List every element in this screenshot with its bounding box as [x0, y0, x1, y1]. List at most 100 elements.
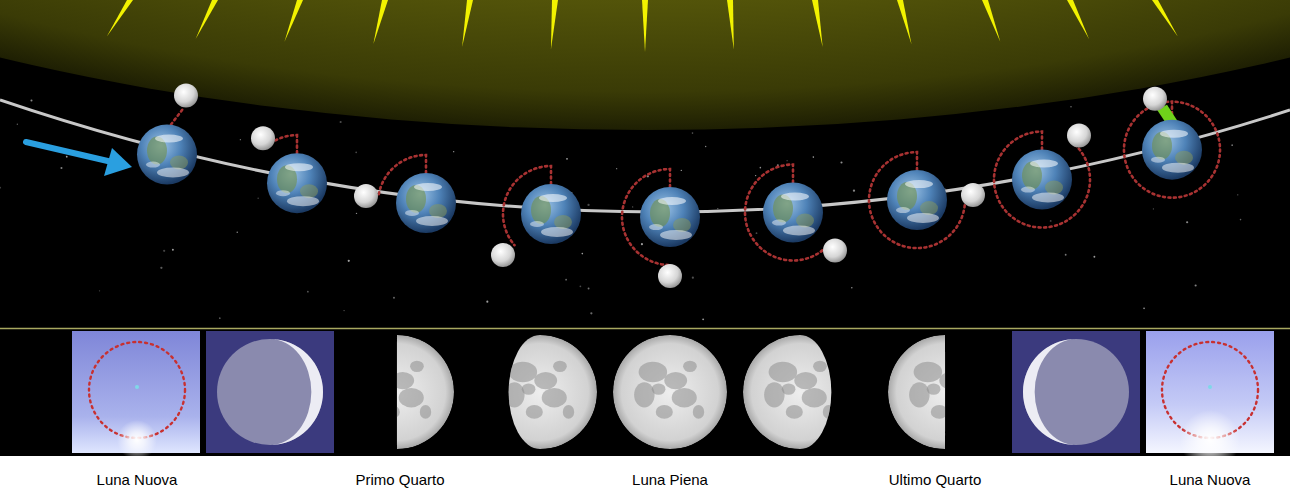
sun-ray	[982, 0, 1000, 42]
lunar-mare	[504, 382, 525, 407]
earth	[1012, 150, 1072, 210]
earth-land	[554, 215, 572, 229]
earth-moon-system	[354, 155, 456, 233]
lunar-mare	[634, 382, 655, 407]
star	[340, 121, 342, 123]
earth-cloud	[660, 230, 692, 240]
moon-phase-photo	[613, 335, 727, 449]
earth-cloud	[896, 207, 910, 213]
phase-label: Ultimo Quarto	[889, 471, 982, 488]
moon	[251, 126, 275, 150]
crescent	[1023, 339, 1076, 445]
star	[1195, 284, 1197, 286]
earth-cloud	[1160, 130, 1188, 138]
lunar-mare	[379, 383, 393, 394]
orbit-progress-dots	[1124, 102, 1220, 198]
lunar-mare	[553, 361, 567, 372]
sun-ray	[642, 0, 648, 52]
star	[756, 232, 758, 234]
star	[616, 168, 617, 169]
star	[566, 158, 568, 160]
star	[1065, 254, 1067, 256]
illustration-part	[276, 163, 319, 206]
earth-moon-system	[1124, 87, 1220, 198]
sun-glare	[1180, 410, 1240, 470]
star	[582, 253, 584, 255]
moon	[354, 184, 378, 208]
moon-surface	[888, 335, 1002, 449]
star	[692, 277, 694, 279]
lunar-mare	[813, 361, 827, 372]
earth-cloud	[157, 168, 189, 178]
lunar-mare	[958, 361, 972, 372]
lunar-mare	[802, 388, 827, 407]
crescent-panel	[1012, 331, 1140, 453]
illustration-part	[530, 194, 573, 237]
lunar-mare	[656, 405, 673, 419]
star	[580, 285, 582, 287]
star	[1093, 256, 1095, 258]
sun-ray	[1152, 0, 1178, 37]
earth-cloud	[287, 196, 319, 206]
star	[641, 243, 643, 245]
star	[172, 249, 174, 251]
earth-cloud	[658, 197, 686, 205]
earth-land	[796, 214, 814, 228]
earth-cloud	[541, 227, 573, 237]
lunar-mare	[652, 383, 666, 394]
lunar-mare	[366, 362, 395, 383]
lunar-mare	[399, 388, 424, 407]
orbit-progress-dots	[745, 165, 829, 261]
star	[587, 204, 589, 206]
moon	[1143, 87, 1167, 111]
star	[853, 190, 855, 192]
moon	[823, 239, 847, 263]
star	[755, 175, 756, 176]
earth-moon-system	[994, 124, 1091, 228]
star	[632, 206, 633, 207]
sun-point	[1208, 385, 1212, 389]
star	[1186, 221, 1188, 223]
phase-label: Luna Nuova	[97, 471, 178, 488]
lunar-mare	[639, 362, 668, 383]
lunar-mare	[383, 405, 400, 419]
earth-cloud	[285, 163, 313, 171]
earth	[1142, 120, 1202, 180]
earth-cloud	[783, 226, 815, 236]
star	[1231, 144, 1233, 146]
star	[647, 175, 649, 177]
illustration-part	[743, 335, 857, 449]
earth-cloud	[1030, 160, 1058, 168]
moon	[658, 264, 682, 288]
lunar-mare	[786, 405, 803, 419]
moon-surface	[340, 335, 454, 449]
earth-land	[1045, 181, 1063, 195]
lunar-mare	[947, 388, 972, 407]
lunar-mare	[769, 362, 798, 383]
sun-ray	[727, 0, 734, 49]
star	[1237, 194, 1238, 195]
orbit-progress-dots	[869, 152, 965, 248]
earth-orbit	[0, 100, 1290, 212]
moon-phase-photo	[888, 335, 1002, 449]
star	[99, 290, 100, 291]
sun-point	[135, 385, 139, 389]
earth-land	[300, 184, 318, 198]
star	[813, 156, 815, 158]
earth-cloud	[1162, 163, 1194, 173]
star	[717, 208, 718, 209]
earth	[521, 184, 581, 244]
earth-cloud	[414, 183, 442, 191]
sun-ray	[107, 0, 133, 37]
earth	[137, 125, 197, 185]
lunar-mare	[927, 383, 941, 394]
earth	[640, 187, 700, 247]
sun-ray	[196, 0, 218, 39]
illustration-part	[405, 183, 448, 226]
illustration-part	[613, 335, 727, 449]
moon	[491, 243, 515, 267]
star	[0, 187, 1, 189]
star	[760, 167, 762, 169]
star	[17, 124, 18, 125]
crescent	[270, 339, 323, 445]
